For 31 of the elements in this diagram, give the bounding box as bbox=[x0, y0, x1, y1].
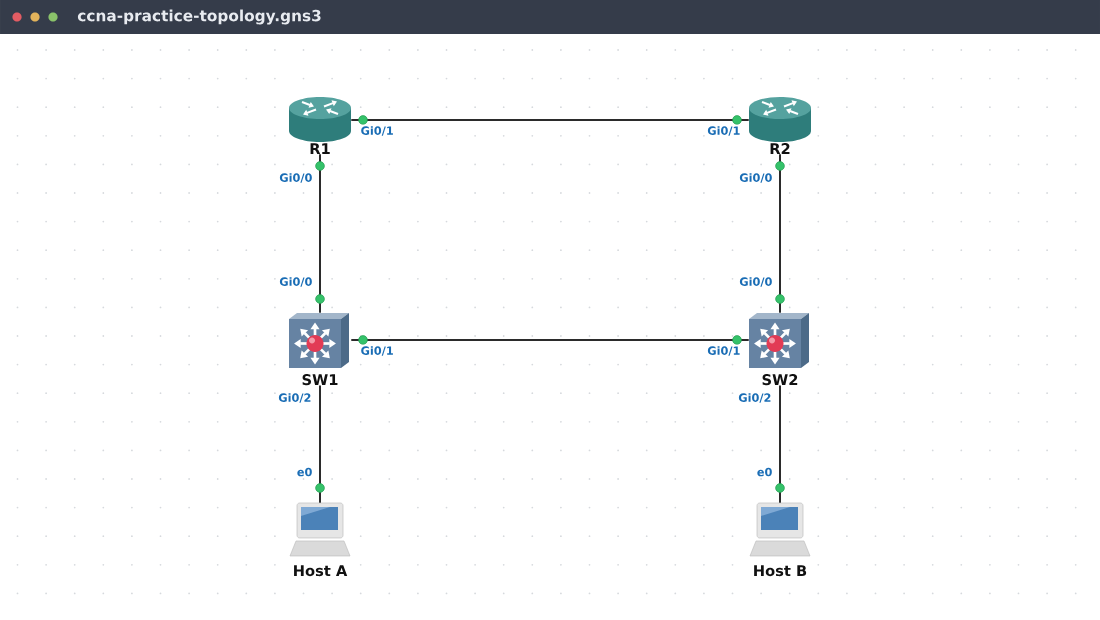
port-label: Gi0/0 bbox=[277, 171, 314, 185]
port-label: e0 bbox=[295, 466, 314, 478]
switch-node: SW2 bbox=[749, 313, 809, 386]
title-bar: ccna-practice-topology.gns3 bbox=[0, 0, 1100, 34]
node-label: SW1 bbox=[302, 374, 338, 386]
router-node: R2 bbox=[749, 97, 811, 154]
node-label: R1 bbox=[310, 143, 330, 154]
link-line bbox=[779, 153, 781, 314]
port-label: Gi0/1 bbox=[359, 344, 396, 358]
port-label: Gi0/1 bbox=[705, 344, 742, 358]
port-label: Gi0/0 bbox=[737, 275, 774, 289]
port-label: Gi0/1 bbox=[359, 124, 396, 138]
port-label: Gi0/1 bbox=[705, 124, 742, 138]
port-label: Gi0/2 bbox=[736, 391, 773, 405]
port-label: e0 bbox=[755, 466, 774, 478]
switch-node: SW1 bbox=[289, 313, 349, 386]
port-label: Gi0/0 bbox=[737, 171, 774, 185]
node-label: R2 bbox=[770, 143, 790, 154]
link-line bbox=[350, 119, 750, 121]
link-line bbox=[779, 384, 781, 504]
computer-node: Host A bbox=[289, 502, 351, 577]
port-label: Gi0/0 bbox=[277, 275, 314, 289]
link-line bbox=[350, 339, 750, 341]
computer-node: Host B bbox=[749, 502, 811, 577]
router-node: R1 bbox=[289, 97, 351, 154]
port-label: Gi0/2 bbox=[277, 391, 313, 405]
node-label: Host B bbox=[754, 565, 807, 577]
link-line bbox=[319, 384, 321, 504]
link-line bbox=[319, 153, 321, 314]
node-label: Host A bbox=[294, 565, 348, 577]
node-label: SW2 bbox=[762, 374, 798, 386]
